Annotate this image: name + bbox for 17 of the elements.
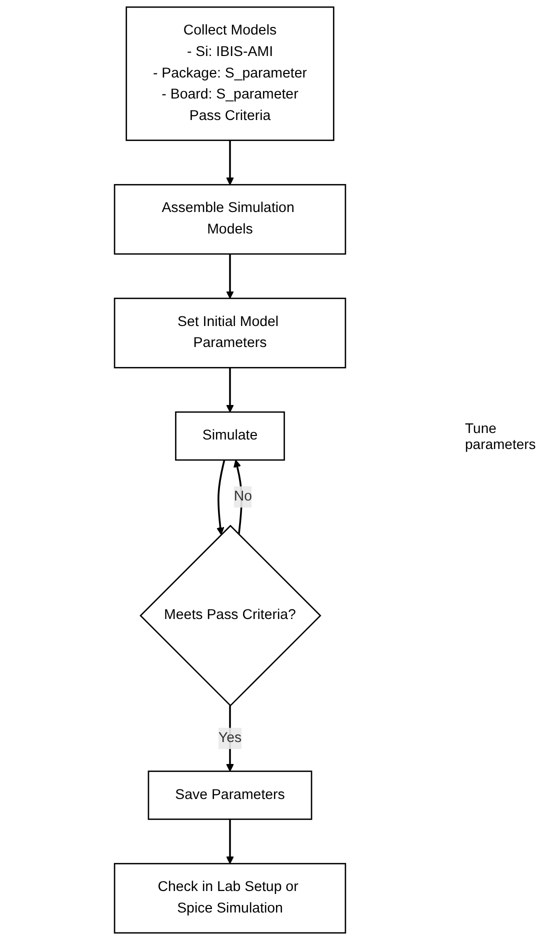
arrow [216, 460, 226, 535]
node-box: Save Parameters [148, 770, 312, 820]
node-box: Set Initial Model Parameters [114, 298, 346, 368]
edge-label: No [234, 488, 252, 504]
node-box: Simulate [175, 411, 285, 461]
arrow [233, 460, 242, 535]
arrow [226, 706, 234, 772]
edge-label: Yes [218, 730, 242, 746]
arrow [226, 140, 234, 186]
arrow [226, 254, 234, 299]
note-text: Tune parameters [465, 420, 537, 452]
node-box: Assemble Simulation Models [114, 184, 346, 255]
arrow [226, 368, 234, 412]
arrow [226, 819, 234, 864]
node-box: Check in Lab Setup or Spice Simulation [114, 862, 346, 934]
node-diamond: Meets Pass Criteria? [140, 524, 322, 706]
node-box: Collect Models - Si: IBIS-AMI - Package: S_parameter - Board: S_parameter Pass Criteria [126, 6, 334, 141]
